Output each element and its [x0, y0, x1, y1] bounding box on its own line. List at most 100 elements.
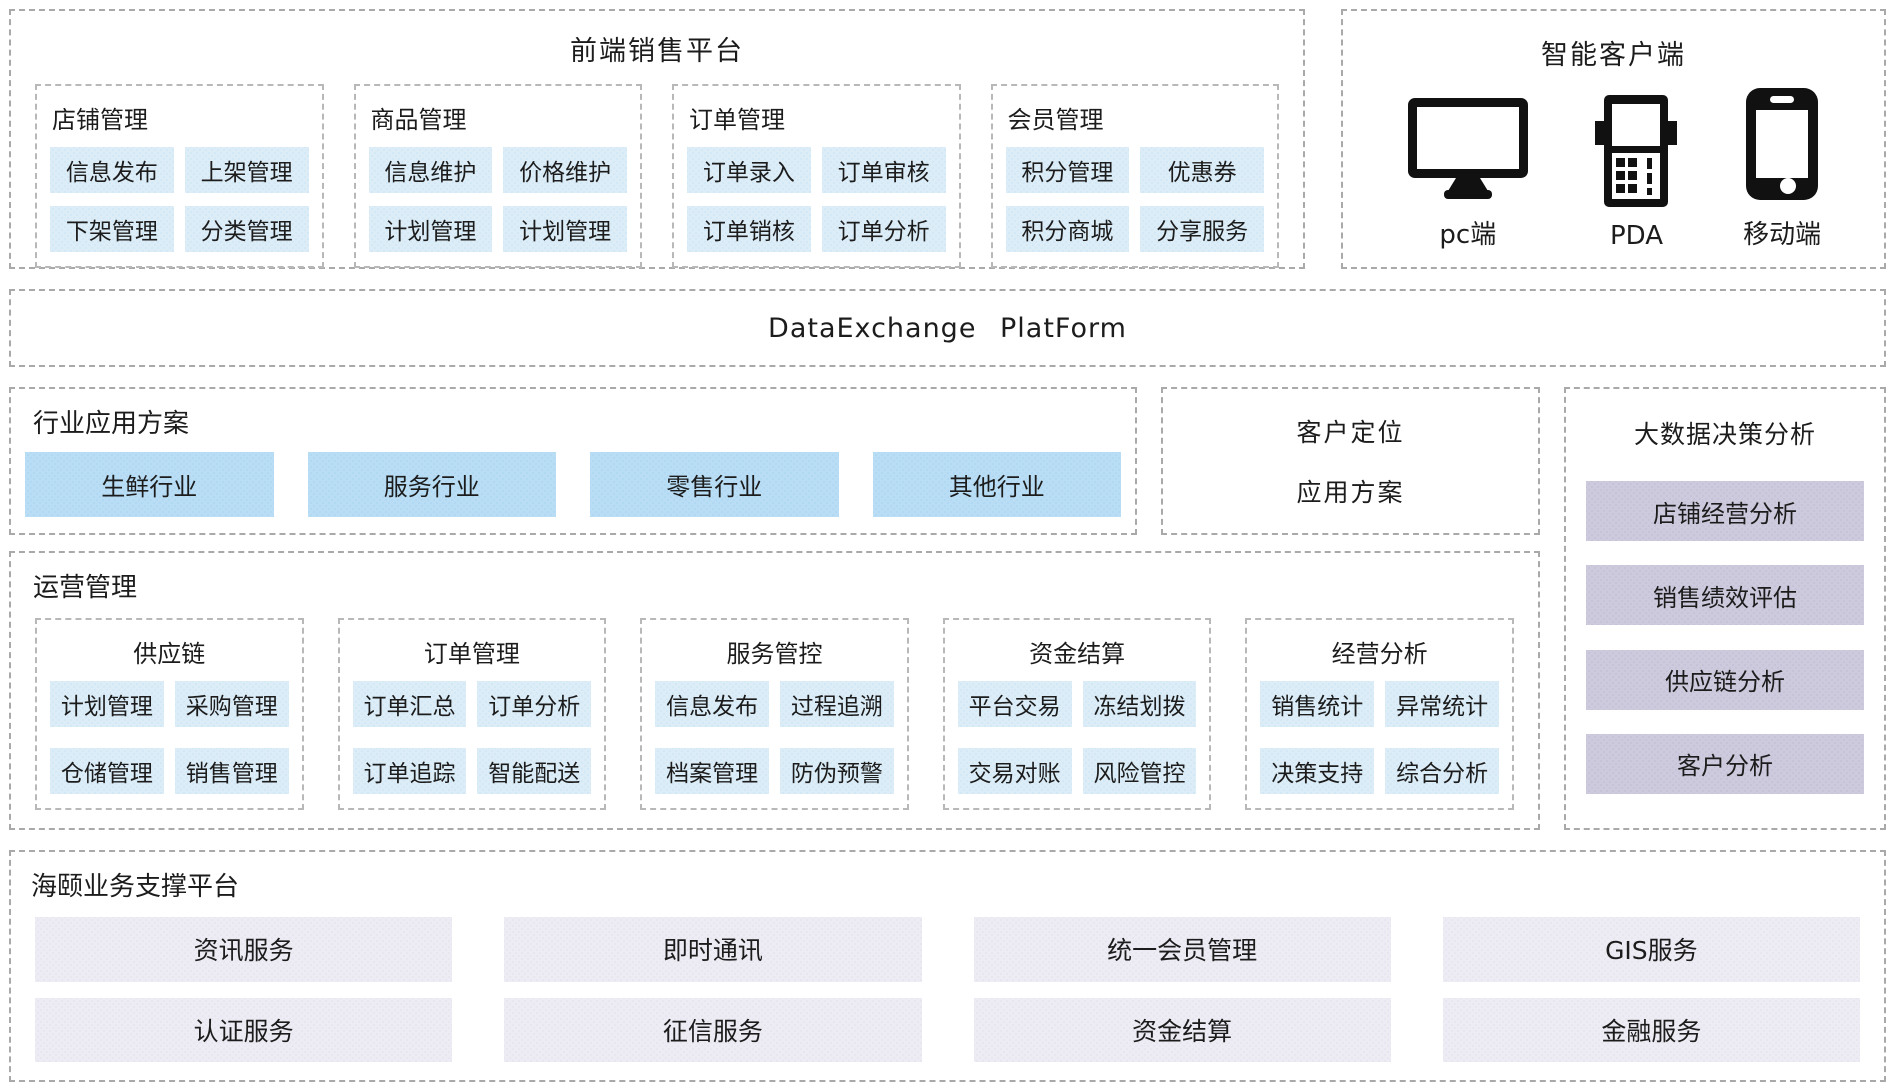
- feature-chip: 分享服务: [1140, 206, 1264, 252]
- feature-chip: 订单审核: [821, 147, 946, 193]
- feature-chip: 综合分析: [1385, 748, 1499, 794]
- middle-region: 行业应用方案 生鲜行业 服务行业 零售行业 其他行业 客户定位 应用方案 运营管…: [9, 387, 1886, 830]
- feature-chip: 销售统计: [1260, 681, 1375, 727]
- group-title: 会员管理: [1007, 106, 1104, 134]
- operations-panel: 运营管理 供应链 计划管理 采购管理 仓储管理 销售管理 订单管理: [9, 551, 1540, 830]
- support-platform-panel: 海颐业务支撑平台 资讯服务 即时通讯 统一会员管理 GIS服务 认证服务 征信服…: [9, 850, 1886, 1082]
- industry-box: 生鲜行业: [25, 452, 274, 517]
- big-data-box: 店铺经营分析: [1586, 481, 1864, 542]
- group-title: 服务管控: [726, 640, 823, 668]
- feature-chip: 智能配送: [477, 748, 592, 794]
- device-label: PDA: [1609, 221, 1663, 251]
- order-ops-group: 订单管理 订单汇总 订单分析 订单追踪 智能配送: [337, 618, 607, 810]
- big-data-box: 供应链分析: [1586, 649, 1864, 710]
- group-title: 经营分析: [1331, 640, 1428, 668]
- feature-chip: 平台交易: [957, 681, 1072, 727]
- feature-chip: 交易对账: [957, 748, 1072, 794]
- feature-chip: 订单销核: [687, 206, 811, 252]
- front-sales-platform-panel: 前端销售平台 店铺管理 信息发布 上架管理 下架管理 分类管理 商品管理 信息维…: [9, 9, 1305, 269]
- big-data-box: 销售绩效评估: [1586, 565, 1864, 626]
- feature-chip: 决策支持: [1260, 748, 1375, 794]
- pda-device: PDA: [1595, 95, 1678, 251]
- support-service-box: 征信服务: [504, 997, 922, 1062]
- smart-client-title: 智能客户端: [1541, 40, 1686, 71]
- customer-positioning-panel: 客户定位 应用方案: [1161, 387, 1540, 535]
- group-title: 商品管理: [370, 106, 467, 134]
- data-exchange-title: DataExchange PlatForm: [768, 312, 1127, 344]
- feature-chip: 订单追踪: [352, 748, 467, 794]
- feature-chip: 计划管理: [368, 206, 493, 252]
- group-title: 供应链: [133, 640, 206, 668]
- supply-chain-group: 供应链 计划管理 采购管理 仓储管理 销售管理: [35, 618, 304, 810]
- feature-chip: 积分管理: [1005, 147, 1130, 193]
- industry-solutions-panel: 行业应用方案 生鲜行业 服务行业 零售行业 其他行业: [9, 387, 1137, 535]
- service-control-group: 服务管控 信息发布 过程追溯 档案管理 防伪预警: [640, 618, 909, 810]
- chip-grid: 信息发布 过程追溯 档案管理 防伪预警: [655, 681, 894, 794]
- store-management-group: 店铺管理 信息发布 上架管理 下架管理 分类管理: [35, 84, 324, 268]
- chip-grid: 订单录入 订单审核 订单销核 订单分析: [687, 147, 946, 252]
- support-service-box: 资讯服务: [35, 917, 453, 982]
- industry-box: 服务行业: [307, 452, 556, 517]
- feature-chip: 信息发布: [50, 147, 174, 193]
- feature-chip: 订单录入: [687, 147, 811, 193]
- front-platform-title: 前端销售平台: [570, 36, 744, 67]
- middle-left-column: 行业应用方案 生鲜行业 服务行业 零售行业 其他行业 客户定位 应用方案 运营管…: [9, 387, 1540, 830]
- feature-chip: 防伪预警: [779, 748, 894, 794]
- feature-chip: 订单分析: [821, 206, 946, 252]
- product-management-group: 商品管理 信息维护 价格维护 计划管理 计划管理: [353, 84, 642, 268]
- feature-chip: 信息发布: [655, 681, 769, 727]
- support-service-box: 统一会员管理: [973, 917, 1391, 982]
- member-management-group: 会员管理 积分管理 优惠券 积分商城 分享服务: [990, 84, 1279, 268]
- pda-icon: [1595, 95, 1678, 207]
- feature-chip: 销售管理: [174, 748, 289, 794]
- feature-chip: 仓储管理: [50, 748, 164, 794]
- feature-chip: 优惠券: [1140, 147, 1264, 193]
- feature-chip: 分类管理: [184, 206, 309, 252]
- group-title: 订单管理: [423, 640, 520, 668]
- operations-groups: 供应链 计划管理 采购管理 仓储管理 销售管理 订单管理 订单汇总 订单分析: [11, 604, 1538, 828]
- top-row: 前端销售平台 店铺管理 信息发布 上架管理 下架管理 分类管理 商品管理 信息维…: [9, 9, 1886, 269]
- data-exchange-band: DataExchange PlatForm: [9, 289, 1886, 367]
- group-title: 订单管理: [689, 106, 785, 134]
- group-title: 资金结算: [1029, 640, 1126, 668]
- feature-chip: 异常统计: [1385, 681, 1499, 727]
- smart-client-panel: 智能客户端 pc端: [1341, 9, 1886, 269]
- group-title: 店铺管理: [52, 106, 148, 134]
- feature-chip: 过程追溯: [779, 681, 894, 727]
- big-data-box-list: 店铺经营分析 销售绩效评估 供应链分析 客户分析: [1566, 451, 1884, 828]
- feature-chip: 积分商城: [1005, 206, 1130, 252]
- order-management-group: 订单管理 订单录入 订单审核 订单销核 订单分析: [672, 84, 961, 268]
- support-service-box: GIS服务: [1442, 917, 1860, 982]
- support-service-box: 认证服务: [35, 997, 453, 1062]
- feature-chip: 下架管理: [50, 206, 174, 252]
- solutions-row: 行业应用方案 生鲜行业 服务行业 零售行业 其他行业 客户定位 应用方案: [9, 387, 1540, 535]
- feature-chip: 价格维护: [503, 147, 627, 193]
- feature-chip: 订单分析: [477, 681, 592, 727]
- big-data-box: 客户分析: [1586, 733, 1864, 794]
- customer-positioning-line2: 应用方案: [1296, 478, 1405, 507]
- customer-positioning-line1: 客户定位: [1296, 418, 1405, 447]
- device-list: pc端: [1343, 72, 1884, 267]
- chip-grid: 平台交易 冻结划拨 交易对账 风险管控: [957, 681, 1197, 794]
- industry-box: 其他行业: [872, 452, 1121, 517]
- fund-settlement-group: 资金结算 平台交易 冻结划拨 交易对账 风险管控: [942, 618, 1212, 810]
- chip-grid: 信息维护 价格维护 计划管理 计划管理: [368, 147, 627, 252]
- feature-chip: 计划管理: [503, 206, 627, 252]
- feature-chip: 订单汇总: [352, 681, 467, 727]
- feature-chip: 信息维护: [368, 147, 493, 193]
- operations-title: 运营管理: [33, 573, 138, 603]
- chip-grid: 计划管理 采购管理 仓储管理 销售管理: [50, 681, 289, 794]
- mobile-device: 移动端: [1743, 88, 1821, 251]
- chip-grid: 订单汇总 订单分析 订单追踪 智能配送: [352, 681, 592, 794]
- chip-grid: 信息发布 上架管理 下架管理 分类管理: [50, 147, 309, 252]
- pc-device: pc端: [1406, 96, 1530, 251]
- feature-chip: 采购管理: [174, 681, 289, 727]
- industry-solutions-title: 行业应用方案: [33, 409, 190, 439]
- support-service-grid: 资讯服务 即时通讯 统一会员管理 GIS服务 认证服务 征信服务 资金结算 金融…: [11, 903, 1884, 1080]
- big-data-panel: 大数据决策分析 店铺经营分析 销售绩效评估 供应链分析 客户分析: [1564, 387, 1886, 830]
- chip-grid: 积分管理 优惠券 积分商城 分享服务: [1005, 147, 1264, 252]
- support-platform-title: 海颐业务支撑平台: [31, 872, 240, 902]
- support-service-box: 资金结算: [973, 997, 1391, 1062]
- industry-box: 零售行业: [590, 452, 839, 517]
